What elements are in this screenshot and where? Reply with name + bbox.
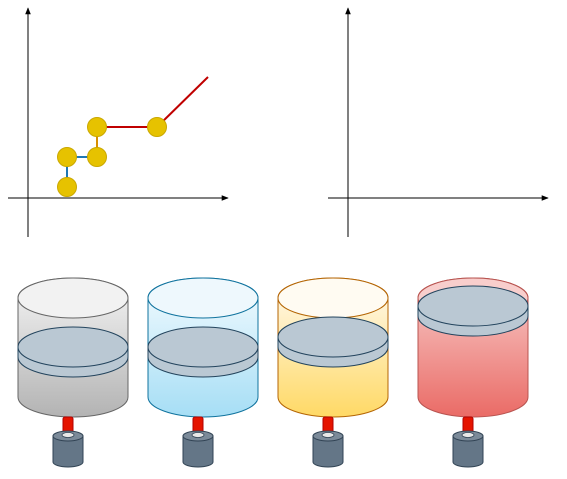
- cylinder-blue-top: [147, 277, 259, 319]
- cylinder-gray: [17, 277, 129, 468]
- motor-blue-shaft: [191, 432, 205, 438]
- motor-red: [452, 435, 484, 468]
- cylinder-red: [417, 277, 529, 468]
- left-plot: [8, 7, 229, 237]
- motor-red-shaft: [461, 432, 475, 438]
- point-5: [147, 117, 167, 137]
- cylinder-yellow: [277, 277, 389, 468]
- piston-yellow-top: [277, 316, 389, 358]
- right-plot: [328, 7, 549, 237]
- point-3: [87, 147, 107, 167]
- motor-gray: [52, 435, 84, 468]
- motor-blue: [182, 435, 214, 468]
- piston-gray-top: [17, 326, 129, 368]
- motor-yellow-shaft: [321, 432, 335, 438]
- motor-yellow: [312, 435, 344, 468]
- point-1: [57, 177, 77, 197]
- motor-gray-shaft: [61, 432, 75, 438]
- point-2: [57, 147, 77, 167]
- point-4: [87, 117, 107, 137]
- cylinder-yellow-top: [277, 277, 389, 319]
- piston-blue-top: [147, 326, 259, 368]
- piston-red-top: [417, 285, 529, 327]
- segment-red-diagonal: [156, 76, 209, 128]
- cylinder-gray-top: [17, 277, 129, 319]
- cylinder-blue: [147, 277, 259, 468]
